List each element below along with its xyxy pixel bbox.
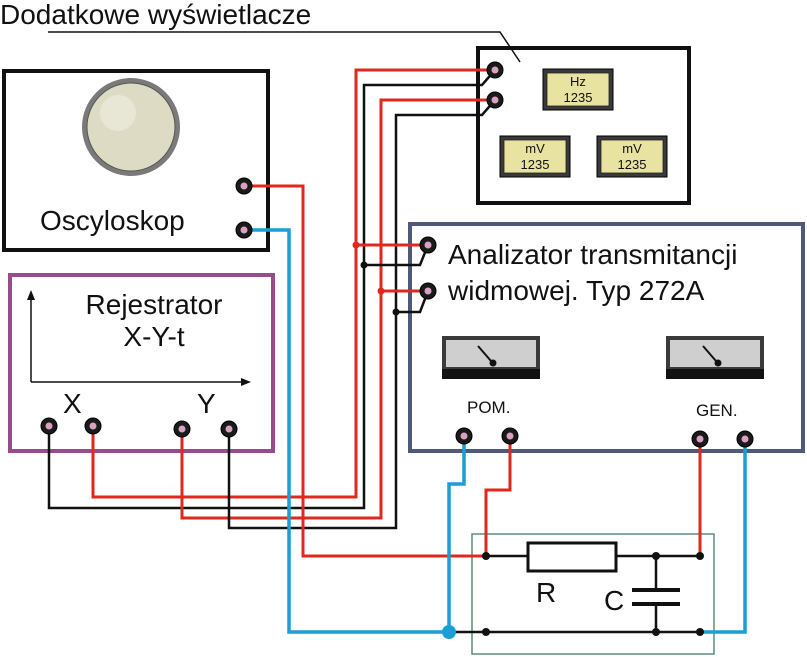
digital-displays: Hz 1235 mV 1235 mV 1235	[499, 68, 668, 178]
junction-rc-cap-top	[652, 552, 660, 560]
displays-panel-label: Dodatkowe wyświetlacze	[0, 0, 311, 30]
jacks	[40, 61, 754, 448]
red-wire-display1	[91, 68, 495, 499]
analyzer-title-line1: Analizator transmitancji	[448, 239, 737, 270]
recorder-y-label: Y	[197, 388, 216, 419]
oscilloscope-label: Oscyloskop	[40, 205, 185, 236]
jack-oscilloscope-1[interactable]	[235, 177, 253, 195]
jack-recorder-x-2[interactable]	[84, 417, 102, 435]
display-mv-right: mV 1235	[596, 135, 668, 178]
analyzer-pom-label: POM.	[467, 398, 510, 417]
display-mv-left-unit: mV	[525, 141, 545, 156]
recorder-x-label: X	[63, 388, 82, 419]
jack-display-1[interactable]	[486, 61, 504, 79]
display-mv-right-value: 1235	[618, 157, 647, 172]
analyzer: Analizator transmitancji widmowej. Typ 2…	[408, 222, 805, 453]
display-hz-unit: Hz	[570, 74, 586, 89]
black-wire-display2	[227, 99, 496, 530]
display-hz: Hz 1235	[542, 68, 614, 111]
junction-rc-bottom-right	[696, 628, 704, 636]
junction-black-1	[360, 261, 368, 269]
pom-meter	[442, 336, 540, 379]
red-wire-oscilloscope	[244, 184, 486, 558]
red-wire-pom	[484, 436, 512, 556]
resistor-label: R	[536, 577, 556, 608]
blue-wire-pom	[447, 436, 466, 632]
display-mv-left: mV 1235	[499, 135, 571, 178]
gen-meter	[666, 336, 764, 379]
oscilloscope: Oscyloskop	[2, 69, 270, 252]
displays-label-pointer	[48, 31, 521, 63]
junction-red-2	[377, 287, 385, 295]
red-wire-display2	[180, 98, 495, 520]
jack-gen-2[interactable]	[736, 430, 754, 448]
blue-wire-gen	[700, 439, 747, 634]
junctions	[352, 241, 704, 639]
jack-gen-1[interactable]	[691, 430, 709, 448]
capacitor-label: C	[604, 585, 624, 616]
rc-components: R C	[526, 541, 680, 616]
jack-analyzer-top[interactable]	[419, 236, 437, 254]
blue-wire-oscilloscope	[244, 228, 449, 634]
display-mv-left-value: 1235	[521, 157, 550, 172]
jack-recorder-x-1[interactable]	[40, 417, 58, 435]
display-mv-right-unit: mV	[622, 141, 642, 156]
junction-red-1	[352, 241, 360, 249]
display-hz-value: 1235	[564, 90, 593, 105]
jack-pom-1[interactable]	[455, 427, 473, 445]
junction-rc-bottom-left	[482, 628, 490, 636]
junction-rc-right	[696, 552, 704, 560]
oscilloscope-screen	[82, 78, 180, 176]
jack-recorder-y-1[interactable]	[173, 420, 191, 438]
jack-pom-2[interactable]	[501, 427, 519, 445]
analyzer-title-line2: widmowej. Typ 272A	[447, 275, 705, 306]
black-wire-display1	[47, 69, 496, 510]
jack-analyzer-mid[interactable]	[419, 282, 437, 300]
junction-blue	[442, 625, 456, 639]
analyzer-gen-label: GEN.	[696, 401, 738, 420]
recorder-title-line2: X-Y-t	[123, 321, 184, 352]
jack-oscilloscope-2[interactable]	[235, 221, 253, 239]
wires	[47, 31, 747, 634]
jack-display-2[interactable]	[486, 91, 504, 109]
junction-rc-cap-bottom	[652, 628, 660, 636]
junction-black-2	[392, 308, 400, 316]
junction-rc-left	[482, 552, 490, 560]
jack-recorder-y-2[interactable]	[220, 420, 238, 438]
recorder-title-line1: Rejestrator	[86, 289, 223, 320]
resistor-symbol	[526, 541, 618, 573]
recorder-axes	[27, 290, 251, 386]
